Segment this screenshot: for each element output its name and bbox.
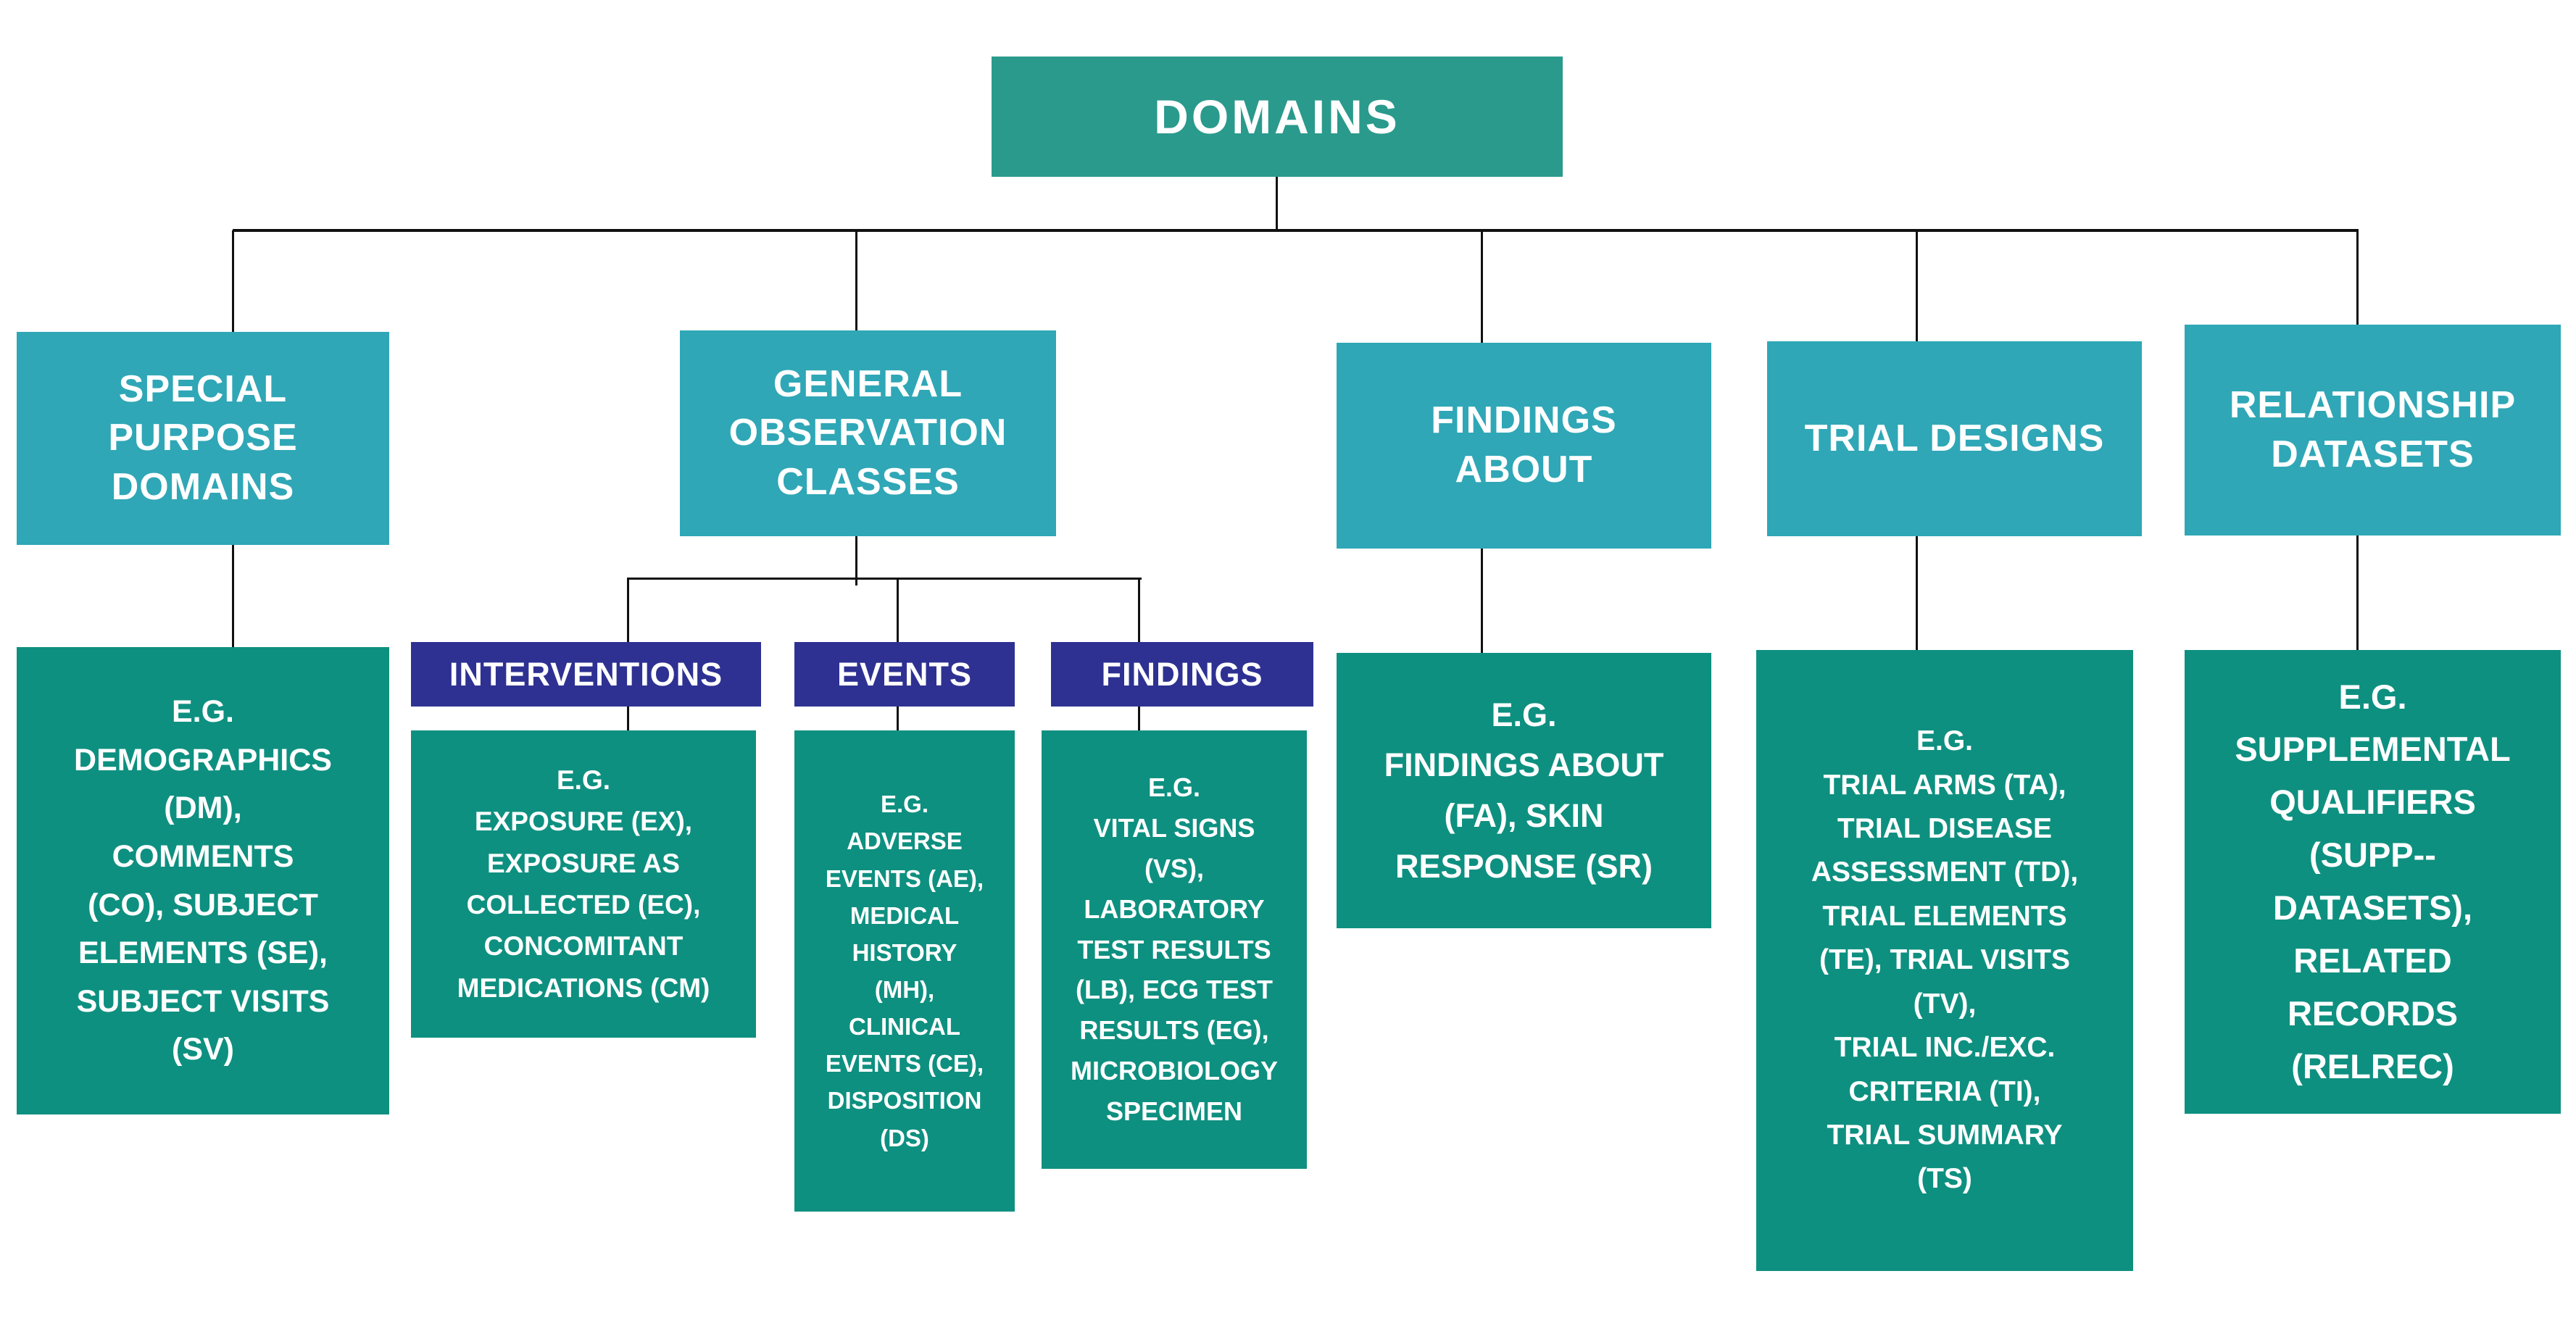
examples-events-text: E.G. ADVERSE EVENTS (AE), MEDICAL HISTOR…: [825, 791, 984, 1151]
connector-drop-findings-about: [1481, 230, 1483, 343]
connector-findings-stem: [1138, 707, 1140, 730]
examples-findings-about: E.G. FINDINGS ABOUT (FA), SKIN RESPONSE …: [1337, 653, 1711, 928]
connector-special-purpose-stem: [232, 545, 234, 647]
connector-findings-about-stem: [1481, 549, 1483, 653]
connector-interventions-stem: [627, 707, 629, 730]
node-domains-label: DOMAINS: [1154, 90, 1400, 143]
examples-relationship-datasets-text: E.G. SUPPLEMENTAL QUALIFIERS (SUPP-- DAT…: [2235, 677, 2511, 1085]
node-findings-label: FINDINGS: [1101, 655, 1263, 693]
node-interventions-header: INTERVENTIONS: [411, 642, 761, 707]
node-trial-designs: TRIAL DESIGNS: [1767, 341, 2142, 536]
examples-trial-designs-text: E.G. TRIAL ARMS (TA), TRIAL DISEASE ASSE…: [1811, 725, 2079, 1195]
connector-root-stem: [1276, 177, 1278, 230]
node-findings-header: FINDINGS: [1051, 642, 1313, 707]
node-interventions-label: INTERVENTIONS: [449, 655, 723, 693]
node-findings-about-label: FINDINGS ABOUT: [1431, 399, 1617, 491]
connector-classes-bar: [627, 578, 1142, 580]
examples-findings-text: E.G. VITAL SIGNS (VS), LABORATORY TEST R…: [1071, 772, 1278, 1126]
connector-events-stem: [897, 707, 899, 730]
node-events-label: EVENTS: [836, 655, 973, 693]
connector-drop-general-observation: [855, 230, 857, 330]
examples-special-purpose: E.G. DEMOGRAPHICS (DM), COMMENTS (CO), S…: [17, 647, 389, 1114]
connector-top-bar: [233, 229, 2359, 232]
examples-relationship-datasets: E.G. SUPPLEMENTAL QUALIFIERS (SUPP-- DAT…: [2185, 650, 2561, 1114]
examples-special-purpose-text: E.G. DEMOGRAPHICS (DM), COMMENTS (CO), S…: [74, 693, 332, 1067]
node-trial-designs-label: TRIAL DESIGNS: [1804, 417, 2105, 459]
examples-findings: E.G. VITAL SIGNS (VS), LABORATORY TEST R…: [1042, 730, 1307, 1169]
examples-findings-about-text: E.G. FINDINGS ABOUT (FA), SKIN RESPONSE …: [1384, 696, 1664, 885]
node-domains: DOMAINS: [992, 57, 1563, 177]
connector-drop-findings: [1138, 580, 1140, 642]
examples-trial-designs: E.G. TRIAL ARMS (TA), TRIAL DISEASE ASSE…: [1756, 650, 2133, 1271]
node-general-observation-classes: GENERAL OBSERVATION CLASSES: [680, 330, 1056, 536]
connector-relationship-stem: [2356, 536, 2359, 650]
connector-drop-relationship: [2356, 230, 2359, 325]
connector-drop-trial-designs: [1916, 230, 1918, 341]
node-general-observation-classes-label: GENERAL OBSERVATION CLASSES: [728, 362, 1007, 503]
connector-drop-special-purpose: [232, 230, 234, 332]
node-relationship-datasets-label: RELATIONSHIP DATASETS: [2229, 383, 2517, 475]
examples-interventions-text: E.G. EXPOSURE (EX), EXPOSURE AS COLLECTE…: [457, 764, 710, 1003]
node-findings-about: FINDINGS ABOUT: [1337, 343, 1711, 549]
connector-trial-designs-stem: [1916, 536, 1918, 650]
examples-events: E.G. ADVERSE EVENTS (AE), MEDICAL HISTOR…: [794, 730, 1015, 1212]
node-special-purpose-domains: SPECIAL PURPOSE DOMAINS: [17, 332, 389, 545]
node-special-purpose-domains-label: SPECIAL PURPOSE DOMAINS: [108, 367, 298, 508]
node-events-header: EVENTS: [794, 642, 1015, 707]
node-relationship-datasets: RELATIONSHIP DATASETS: [2185, 325, 2561, 536]
connector-drop-interventions: [627, 580, 629, 642]
examples-interventions: E.G. EXPOSURE (EX), EXPOSURE AS COLLECTE…: [411, 730, 756, 1038]
connector-general-observation-stem: [855, 536, 857, 586]
connector-drop-events: [897, 580, 899, 642]
